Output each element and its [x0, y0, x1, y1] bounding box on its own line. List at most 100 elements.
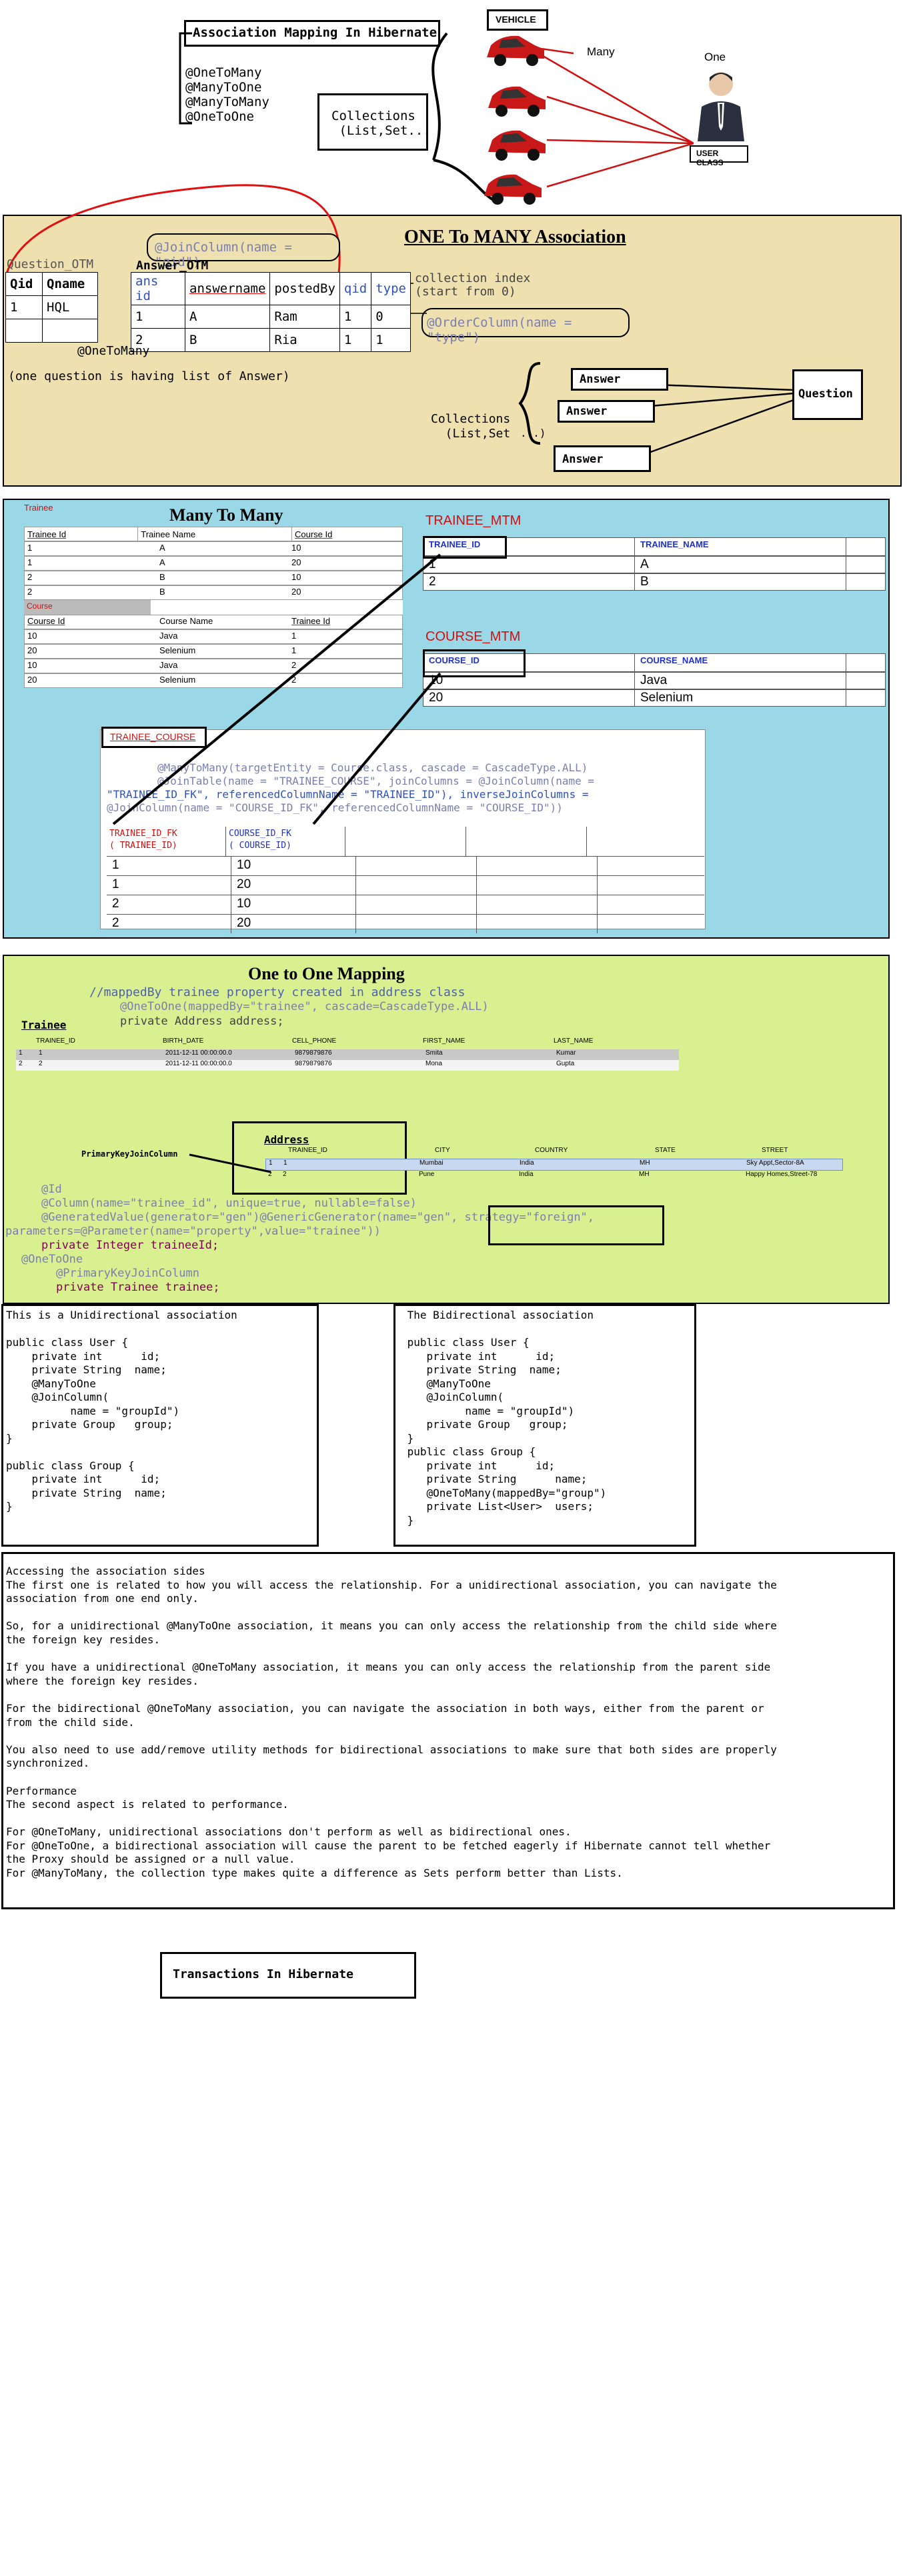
oto-address-table: TRAINEE_ID CITY COUNTRY STATE STREET 1 1…	[265, 1147, 843, 1181]
access-box: Accessing the association sides The firs…	[1, 1552, 895, 1909]
vehicle-label: VEHICLE	[496, 14, 536, 25]
grid-cell: 10	[27, 631, 37, 641]
car-icon	[479, 169, 546, 207]
grid-header: Trainee Id	[23, 527, 139, 541]
oto-code-block: @Id @Column(name="trainee_id", unique=tr…	[5, 1183, 594, 1295]
unidirectional-code: This is a Unidirectional association pub…	[6, 1309, 237, 1513]
grid-header: CELL_PHONE	[292, 1037, 337, 1045]
otm-collections-label: Collections (List,Set	[431, 412, 511, 441]
question-header: Qname	[42, 272, 98, 296]
list-item: @OneToOne	[185, 109, 254, 124]
answer-box-label: Answer	[580, 373, 621, 386]
trainee-mtm-label: TRAINEE_MTM	[425, 513, 522, 528]
grid-cell: Mona	[425, 1060, 443, 1067]
grid-cell: 2011-12-11 00:00:00.0	[165, 1060, 232, 1067]
code-line: @JoinColumn(name = "COURSE_ID_FK", refer…	[107, 801, 563, 814]
access-text: Accessing the association sides The firs…	[6, 1565, 777, 1880]
grid-cell: 20	[429, 691, 443, 705]
trainee-grid: Trainee Id Trainee Name Course Id	[23, 527, 403, 541]
list-item: @ManyToMany	[185, 95, 269, 109]
question-box: Question	[792, 369, 863, 420]
grid-cell: 2	[39, 1060, 43, 1067]
answer-table-label: Answer_OTM	[136, 259, 209, 273]
grid-cell: Mumbai	[419, 1159, 443, 1167]
grid-cell: 1	[283, 1159, 287, 1167]
code-line: @Id	[41, 1183, 62, 1196]
question-cell: HQL	[42, 295, 98, 319]
order-column-annotation: @OrderColumn(name = "type")	[427, 315, 572, 345]
grid-cell: 2	[429, 575, 436, 589]
grid-cell: Gupta	[556, 1060, 575, 1067]
grid-cell: Selenium	[634, 690, 846, 706]
grid-cell: 10	[291, 572, 301, 582]
user-icon	[691, 67, 751, 144]
grid-cell: B	[159, 587, 165, 597]
one-to-many-label: @OneToMany	[77, 344, 150, 358]
join-column-annotation: @JoinColumn(name = "qid")	[155, 240, 292, 269]
grid-cell: 10	[291, 543, 301, 553]
grid-header: COUNTRY	[535, 1147, 568, 1154]
page-title: Association Mapping In Hibernate	[193, 25, 437, 40]
list-item: @OneToMany	[185, 65, 262, 80]
grid-header: STATE	[655, 1147, 676, 1154]
grid-cell: 2011-12-11 00:00:00.0	[165, 1049, 232, 1057]
grid-cell: Selenium	[159, 645, 196, 655]
grid-header: Trainee Id	[291, 616, 331, 626]
code-line: @OneToOne	[21, 1253, 83, 1266]
address-label: Address	[264, 1133, 309, 1146]
grid-cell: 2	[291, 675, 297, 685]
oto-title: One to One Mapping	[248, 964, 405, 983]
otm-title: ONE To MANY Association	[404, 227, 626, 247]
grid-cell: 2	[19, 1060, 23, 1067]
pk-join-label: PrimaryKeyJoinColumn	[81, 1149, 178, 1159]
address-box	[232, 1121, 407, 1195]
user-class-label: USER CLASS	[696, 149, 724, 167]
grid-cell: 10	[231, 857, 356, 875]
grid-cell: 1	[107, 876, 231, 895]
grid-cell: Selenium	[159, 675, 196, 685]
grid-cell: 20	[231, 876, 356, 895]
answer-header: type	[371, 272, 411, 305]
trainee-course-table: TRAINEE_ID_FK ( TRAINEE_ID) COURSE_ID_FK…	[107, 827, 704, 933]
code-line: @JoinTable(name = "TRAINEE_COURSE", join…	[157, 775, 595, 787]
transactions-title: Transactions In Hibernate	[173, 1967, 353, 1981]
grid-cell: Kumar	[556, 1049, 576, 1057]
grid-cell: 1	[429, 557, 436, 571]
grid-cell: 2	[107, 915, 231, 933]
grid-cell: Smita	[425, 1049, 443, 1057]
code-line: private Integer traineeId;	[41, 1239, 219, 1252]
trainee-course-panel	[100, 729, 706, 929]
answer-cell: 1	[371, 328, 411, 352]
oto-code-2: private Address address;	[120, 1015, 284, 1028]
answer-cell: 1	[339, 328, 372, 352]
grid-cell: 2	[27, 587, 33, 597]
answer-box: Answer	[571, 368, 668, 391]
code-line: @ManyToMany(targetEntity = Course.class,…	[157, 761, 588, 774]
grid-cell: 1	[39, 1049, 43, 1057]
oto-trainee-label: Trainee	[21, 1019, 67, 1031]
grid-cell: 20	[291, 587, 301, 597]
grid-cell: 20	[231, 915, 356, 933]
trainee-small-label: Trainee	[24, 503, 53, 513]
bidirectional-code: The Bidirectional association public cla…	[407, 1309, 607, 1527]
user-class-box: USER CLASS	[690, 145, 748, 167]
order-column-box: @OrderColumn(name = "type")	[421, 308, 630, 345]
mtm-connectors	[112, 553, 441, 825]
question-cell	[5, 319, 43, 343]
grid-cell: A	[634, 557, 846, 573]
question-cell	[42, 319, 98, 343]
grid-header: LAST_NAME	[554, 1037, 594, 1045]
trainee-id-highlight	[423, 536, 507, 559]
oto-connectors	[189, 1153, 271, 1173]
grid-cell: 9879879876	[295, 1060, 332, 1067]
grid-header: Course Name	[159, 616, 213, 626]
grid-cell: India	[520, 1159, 534, 1167]
grid-cell: 1	[291, 645, 297, 655]
grid-cell: 2	[291, 660, 297, 670]
grid-header: TRAINEE_ID_FK ( TRAINEE_ID)	[107, 827, 226, 856]
trainee-course-label: TRAINEE_COURSE	[110, 731, 196, 742]
